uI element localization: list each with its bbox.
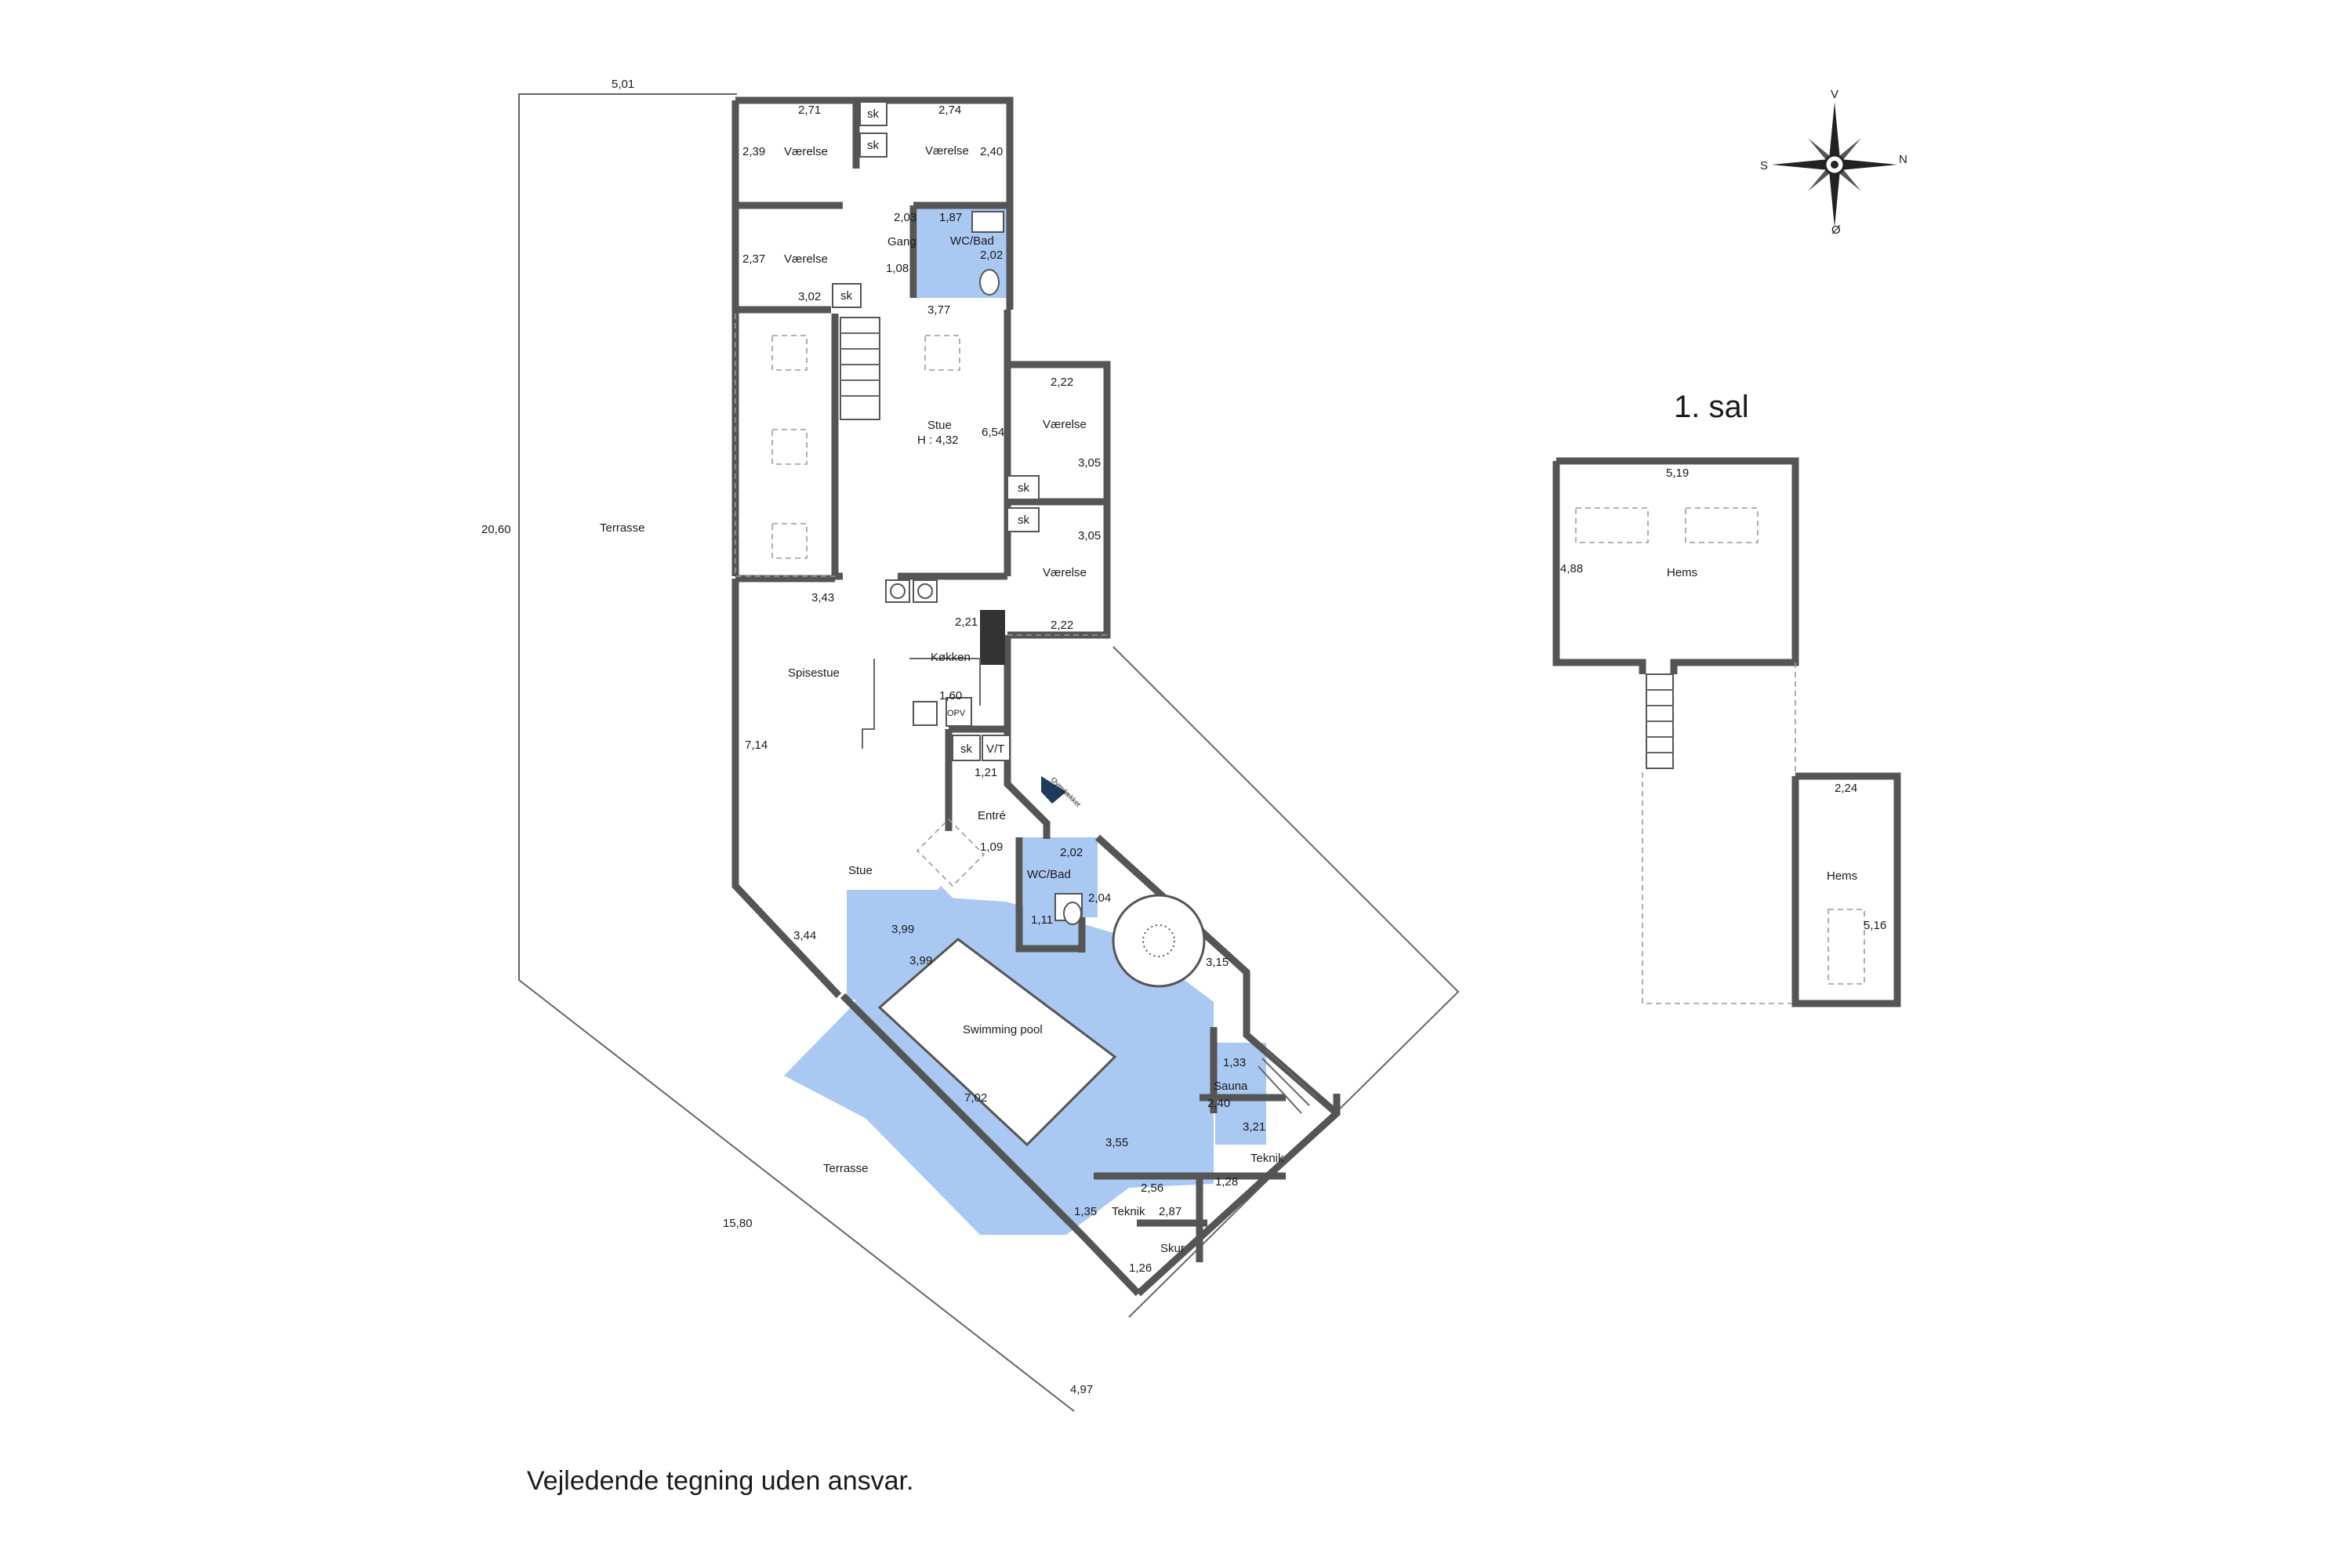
- dimension: 5,19: [1666, 466, 1689, 480]
- dimension: 3,05: [1078, 456, 1101, 470]
- dimension: 1,33: [1223, 1056, 1246, 1069]
- dimension: 1,11: [1031, 913, 1053, 927]
- stair-icon: [840, 317, 880, 420]
- room-label: WC/Bad: [1027, 868, 1071, 881]
- dimension: 3,44: [793, 929, 816, 942]
- dimension: 2,02: [980, 249, 1003, 262]
- room-label: Terrasse: [823, 1162, 869, 1175]
- compass-right: N: [1899, 153, 1907, 166]
- dimension: 2,03: [894, 211, 916, 224]
- sauna-bench: [1258, 1050, 1318, 1114]
- dimension: 3,21: [1243, 1120, 1265, 1134]
- dimension: 4,97: [1070, 1383, 1093, 1396]
- opv-label: OPV: [947, 709, 966, 718]
- dimension: 1,28: [1215, 1175, 1238, 1189]
- dimension: 3,02: [798, 290, 821, 303]
- dimension: 7,02: [964, 1091, 987, 1105]
- dimension: 1,08: [886, 262, 909, 275]
- toilet-icon-2: [1063, 902, 1082, 925]
- dimension: 3,77: [927, 303, 950, 317]
- dimension: 1,35: [1074, 1205, 1097, 1218]
- dimension: 2,40: [1207, 1097, 1230, 1110]
- dimension: 3,99: [909, 954, 932, 967]
- roof-outlines: [735, 314, 1107, 887]
- dimension: 2,22: [1051, 619, 1073, 632]
- room-label: Spisestue: [788, 666, 840, 680]
- dimension: 1,21: [975, 766, 997, 779]
- compass-north-up: V: [1831, 88, 1838, 101]
- dimension: 1,87: [939, 211, 962, 224]
- dimension: 2,74: [938, 103, 961, 117]
- dimension: 2,24: [1835, 782, 1857, 795]
- closet-label: sk: [867, 107, 880, 121]
- room-label: Terrasse: [600, 521, 645, 535]
- dimension: 1,60: [939, 689, 962, 702]
- dimension: 2,71: [798, 103, 821, 117]
- room-label: Værelse: [1043, 566, 1087, 579]
- closet-label: sk: [1018, 514, 1030, 527]
- spa-tub: [1112, 894, 1206, 988]
- floor-title: 1. sal: [1674, 390, 1749, 424]
- room-label: Entré: [978, 809, 1006, 822]
- vt-label: V/T: [986, 742, 1004, 756]
- basin-icon: [971, 211, 1004, 233]
- room-height: H : 4,32: [917, 434, 959, 447]
- room-label: Værelse: [925, 144, 969, 158]
- dimension: 2,39: [742, 145, 765, 158]
- room-label: Køkken: [931, 651, 971, 664]
- room-label: Værelse: [1043, 418, 1087, 431]
- dimension: 2,40: [980, 145, 1003, 158]
- dimension: 2,87: [1159, 1205, 1181, 1218]
- dimension: 5,01: [612, 78, 634, 91]
- compass-rose-icon: [1772, 102, 1897, 227]
- room-label: Teknik: [1112, 1205, 1145, 1218]
- dimension: 2,21: [955, 615, 978, 629]
- dimension: 3,55: [1105, 1136, 1128, 1149]
- dimension: 2,04: [1088, 891, 1111, 905]
- dimension: 2,02: [1060, 846, 1083, 859]
- room-label: Hems: [1667, 566, 1697, 579]
- room-label: Hems: [1827, 869, 1857, 883]
- dimension: 3,99: [891, 923, 914, 936]
- dimension: 6,54: [982, 426, 1004, 439]
- room-label: Sauna: [1214, 1080, 1248, 1093]
- compass-left: S: [1760, 159, 1768, 172]
- dimension: 5,16: [1864, 919, 1886, 932]
- room-label: Teknik: [1250, 1152, 1284, 1165]
- dimension: 2,37: [742, 252, 765, 266]
- sink-icon: [913, 701, 938, 726]
- dimension: 3,05: [1078, 529, 1101, 543]
- upper-floor: [1552, 457, 1901, 1007]
- disclaimer-note: Vejledende tegning uden ansvar.: [527, 1466, 913, 1496]
- dimension: 15,80: [723, 1217, 753, 1230]
- room-label: Skur: [1160, 1242, 1185, 1255]
- closet-label: sk: [1018, 481, 1030, 495]
- dimension: 2,22: [1051, 376, 1073, 389]
- room-label: Swimming pool: [963, 1023, 1043, 1036]
- room-label: Værelse: [784, 252, 828, 266]
- dimension: 1,09: [980, 840, 1003, 854]
- dimension: 1,26: [1129, 1261, 1152, 1275]
- dimension: 7,14: [745, 739, 768, 752]
- toilet-icon: [979, 269, 1000, 296]
- dimension: 3,43: [811, 591, 834, 604]
- room-label: Værelse: [784, 145, 828, 158]
- compass-bottom: Ø: [1831, 223, 1841, 237]
- front-door-icon: [1041, 776, 1066, 804]
- closet-label: sk: [867, 139, 880, 152]
- room-label: Stue: [927, 419, 952, 432]
- room-label: Gang: [887, 235, 916, 249]
- swimming-pool-basin: [877, 938, 1117, 1147]
- room-label: WC/Bad: [950, 234, 994, 248]
- closet-label: sk: [960, 742, 973, 756]
- room-label: Stue: [848, 864, 873, 877]
- terrace-outline: [518, 93, 1460, 1412]
- closet-label: sk: [840, 289, 853, 303]
- dimension: 4,88: [1560, 562, 1583, 575]
- dimension: 3,15: [1206, 956, 1229, 969]
- dimension: 20,60: [481, 523, 511, 536]
- stove-icon: [885, 579, 1005, 665]
- dimension: 2,56: [1141, 1181, 1163, 1195]
